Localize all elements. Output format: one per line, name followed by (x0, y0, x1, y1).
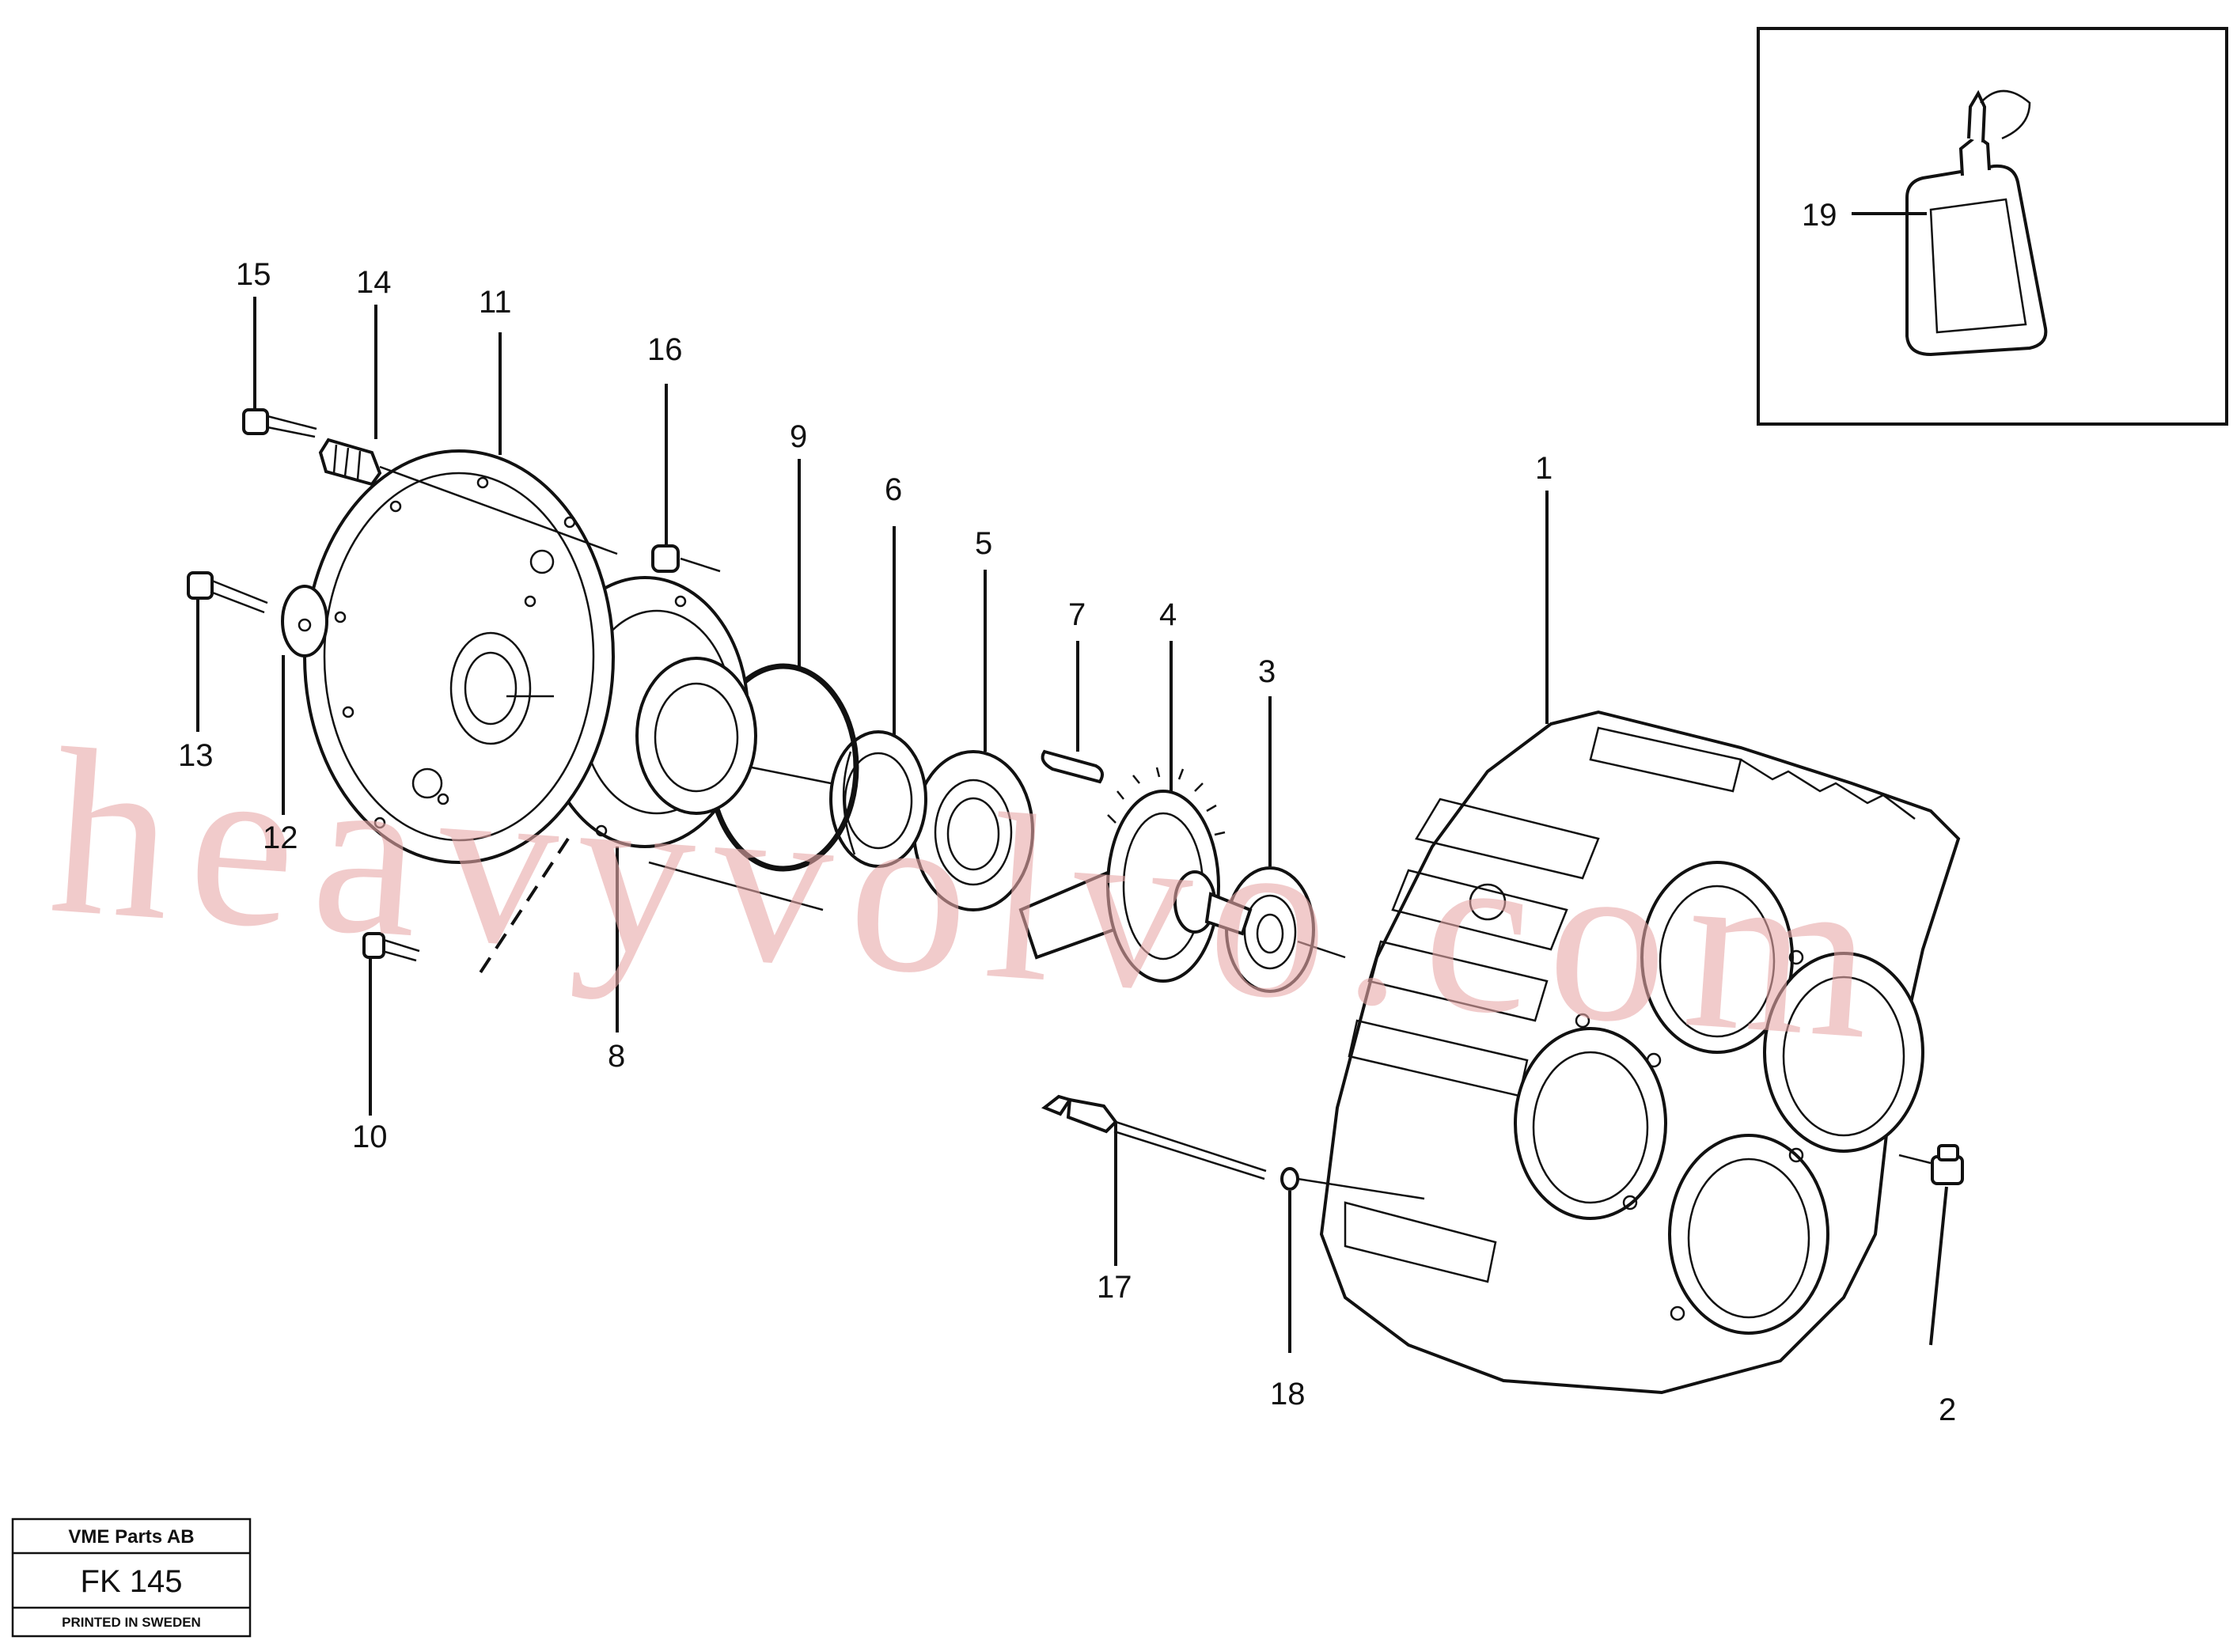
stamp-company: VME Parts AB (68, 1526, 194, 1548)
plug-part (1931, 1144, 1964, 1185)
callout-3: 3 (1258, 654, 1276, 689)
callout-labels: 1 2 3 4 5 6 7 8 9 10 11 12 13 14 15 16 1… (178, 198, 1956, 1427)
o-ring-part-18 (1280, 1167, 1299, 1191)
callout-13: 13 (178, 738, 214, 773)
callout-1: 1 (1535, 451, 1552, 486)
callout-6: 6 (885, 472, 902, 507)
inset-box (1757, 27, 2228, 426)
callout-11: 11 (479, 285, 512, 320)
callout-5: 5 (975, 526, 992, 561)
washer-part-12 (281, 585, 328, 657)
stamp-code: FK 145 (81, 1564, 183, 1599)
callout-17: 17 (1097, 1270, 1132, 1305)
leader-lines (196, 212, 1948, 1353)
callout-12: 12 (263, 820, 298, 855)
callout-7: 7 (1068, 597, 1086, 632)
callout-14: 14 (356, 265, 392, 300)
stamp-printed: PRINTED IN SWEDEN (62, 1615, 201, 1630)
callout-9: 9 (790, 419, 807, 454)
callout-4: 4 (1159, 597, 1177, 632)
callout-19: 19 (1802, 198, 1837, 233)
gear-shaft-part (1018, 767, 1253, 983)
callout-18: 18 (1270, 1377, 1306, 1411)
callout-15: 15 (236, 257, 271, 292)
screw-part-10 (362, 932, 420, 962)
dipstick-part-17 (1041, 1094, 1267, 1180)
transmission-housing (1319, 710, 1961, 1395)
valve-part-14 (318, 438, 382, 487)
parts-stamp: VME Parts AB FK 145 PRINTED IN SWEDEN (11, 1517, 252, 1638)
key-part (1041, 749, 1105, 784)
bolt-part-15 (242, 408, 317, 438)
callout-10: 10 (352, 1120, 388, 1154)
callout-8: 8 (608, 1039, 625, 1074)
flange-part (303, 449, 615, 864)
assembly-lines (379, 465, 1932, 1200)
oil-bottle-icon (1905, 89, 2048, 357)
callout-2: 2 (1939, 1392, 1956, 1427)
nut-part-16 (651, 544, 680, 573)
callout-16: 16 (647, 332, 683, 367)
bolt-part-13 (187, 571, 268, 614)
